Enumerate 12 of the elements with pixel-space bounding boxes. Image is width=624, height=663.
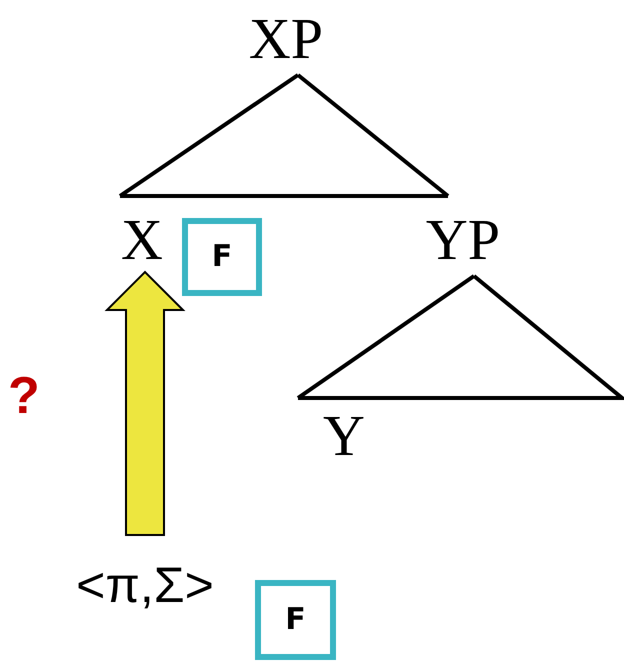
node-label: XP: [236, 10, 336, 68]
node-label: X: [114, 212, 170, 268]
node-label: YP: [420, 212, 506, 268]
node-label: <π,Σ>: [52, 558, 238, 612]
tree-branch: [296, 274, 476, 400]
tree-branch: [296, 73, 450, 198]
node-label: Y: [318, 408, 370, 464]
feature-box: F: [255, 580, 336, 660]
question-mark: ?: [8, 370, 40, 422]
feature-box: F: [182, 218, 262, 296]
block-arrow: [104, 270, 186, 536]
tree-branch: [118, 73, 300, 198]
